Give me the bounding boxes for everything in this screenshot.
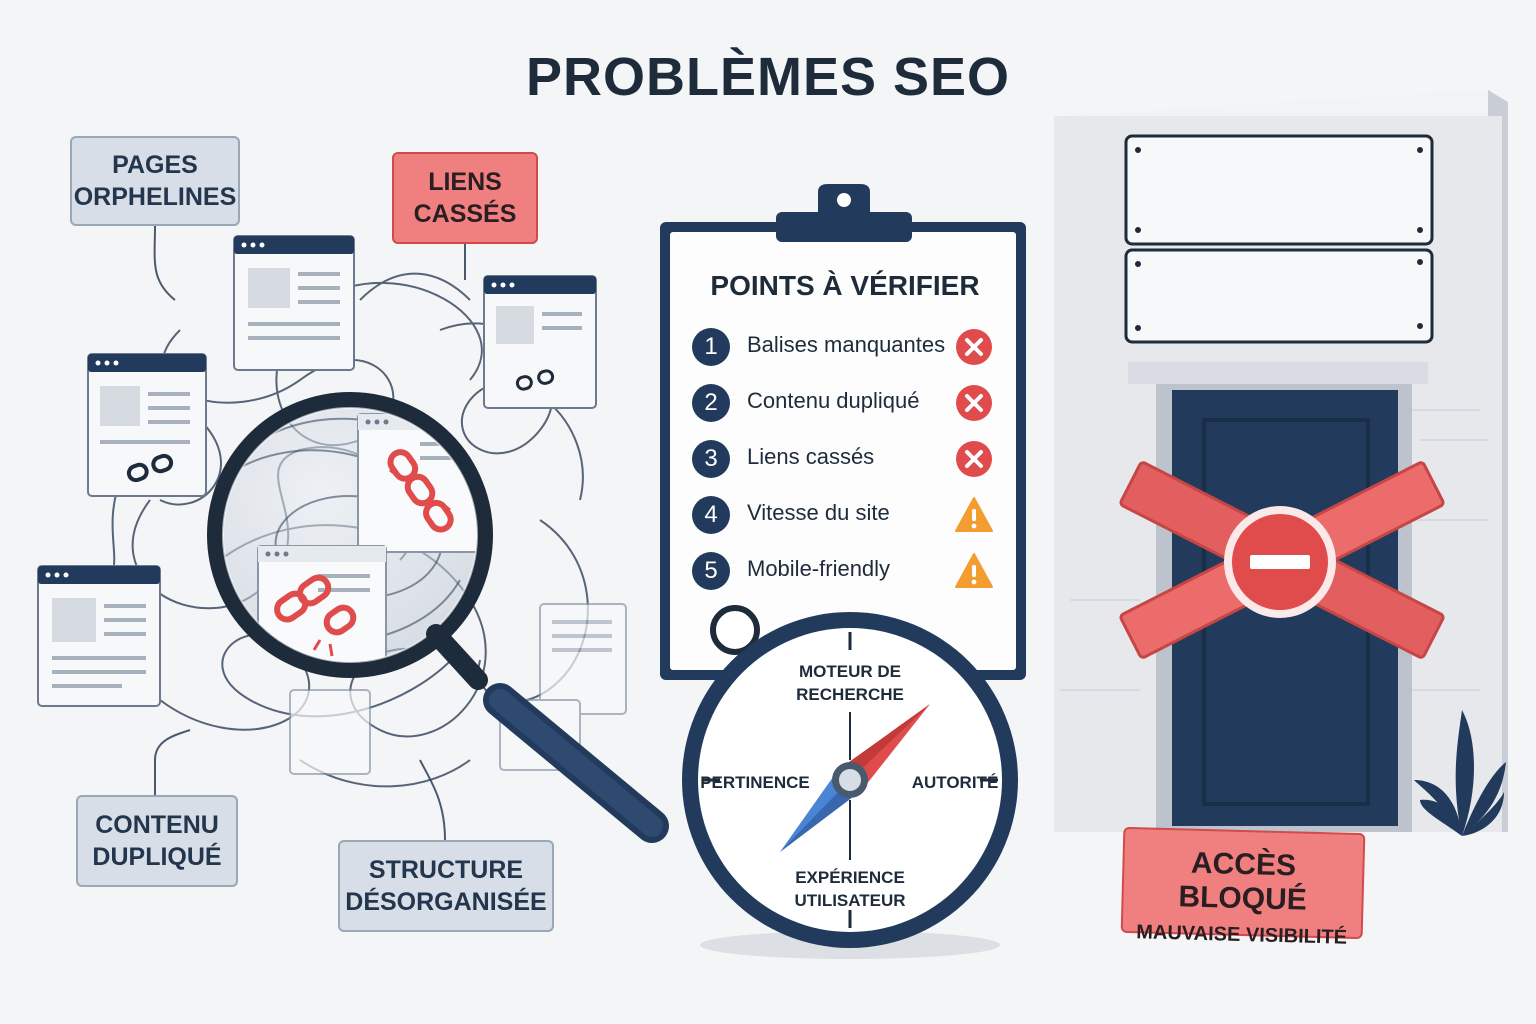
- page-title: PROBLÈMES SEO: [525, 47, 1011, 107]
- checklist-item: 1 Balises manquantes: [692, 326, 1002, 366]
- label-duplicate-content-line1: CONTENU: [95, 811, 219, 839]
- blocked-access-title: ACCÈS BLOQUÉ: [1178, 846, 1308, 917]
- checklist-item: 4 Vitesse du site: [692, 494, 1002, 534]
- browser-window-4: [37, 565, 161, 707]
- compass-east-label: AUTORITÉ: [911, 773, 999, 792]
- compass: [682, 612, 1018, 959]
- checklist-item: 5 Mobile-friendly: [692, 550, 1002, 590]
- error-x-icon: [956, 385, 992, 421]
- checklist-item-number: 4: [692, 496, 730, 534]
- label-broken-links-line1: LIENS: [428, 168, 502, 196]
- clipboard: [660, 184, 1026, 680]
- warning-icon: [955, 497, 993, 532]
- checklist-item-label: Mobile-friendly: [747, 556, 891, 581]
- label-messy-structure-line1: STRUCTURE: [368, 856, 524, 884]
- error-x-icon: [956, 329, 992, 365]
- checklist-item-label: Contenu dupliqué: [747, 388, 920, 413]
- label-connectors: [153, 225, 466, 841]
- error-x-icon: [956, 441, 992, 477]
- label-duplicate-content-line2: DUPLIQUÉ: [92, 843, 222, 871]
- blocked-door: [1054, 90, 1508, 836]
- label-broken-links-line2: CASSÉS: [413, 200, 517, 228]
- checklist-item: 2 Contenu dupliqué: [692, 382, 1002, 422]
- label-orphan-pages-line2: ORPHELINES: [73, 183, 237, 211]
- browser-window-1: [233, 235, 355, 371]
- compass-south-label: EXPÉRIENCE UTILISATEUR: [770, 866, 930, 912]
- checklist-item-number: 3: [692, 440, 730, 478]
- compass-north-line2: RECHERCHE: [796, 685, 904, 704]
- checklist-title: POINTS À VÉRIFIER: [710, 270, 980, 301]
- checklist-item-number: 2: [692, 384, 730, 422]
- checklist-item-number: 1: [692, 328, 730, 366]
- compass-west-label: PERTINENCE: [700, 773, 810, 792]
- checklist-item-number: 5: [692, 552, 730, 590]
- checklist-item: 3 Liens cassés: [692, 438, 1002, 478]
- browser-window-3: [483, 275, 597, 409]
- warning-icon: [955, 553, 993, 588]
- browser-window-2: [87, 353, 207, 497]
- label-orphan-pages: PAGES ORPHELINES: [70, 136, 240, 226]
- label-messy-structure: STRUCTURE DÉSORGANISÉE: [338, 840, 554, 932]
- compass-north-line1: MOTEUR DE: [799, 662, 901, 681]
- label-messy-structure-line2: DÉSORGANISÉE: [345, 888, 547, 916]
- compass-north-label: MOTEUR DE RECHERCHE: [770, 660, 930, 706]
- compass-south-line2: UTILISATEUR: [794, 891, 906, 910]
- checklist-item-label: Liens cassés: [747, 444, 875, 469]
- compass-south-line1: EXPÉRIENCE: [795, 868, 905, 887]
- blocked-access-badge: ACCÈS BLOQUÉ MAUVAISE VISIBILITÉ: [1120, 826, 1366, 949]
- magnifying-glass: [207, 392, 669, 843]
- label-duplicate-content: CONTENU DUPLIQUÉ: [76, 795, 238, 887]
- label-orphan-pages-line1: PAGES: [112, 151, 198, 179]
- checklist-item-label: Vitesse du site: [747, 500, 890, 525]
- checklist-item-label: Balises manquantes: [747, 332, 946, 357]
- label-broken-links: LIENS CASSÉS: [392, 152, 538, 244]
